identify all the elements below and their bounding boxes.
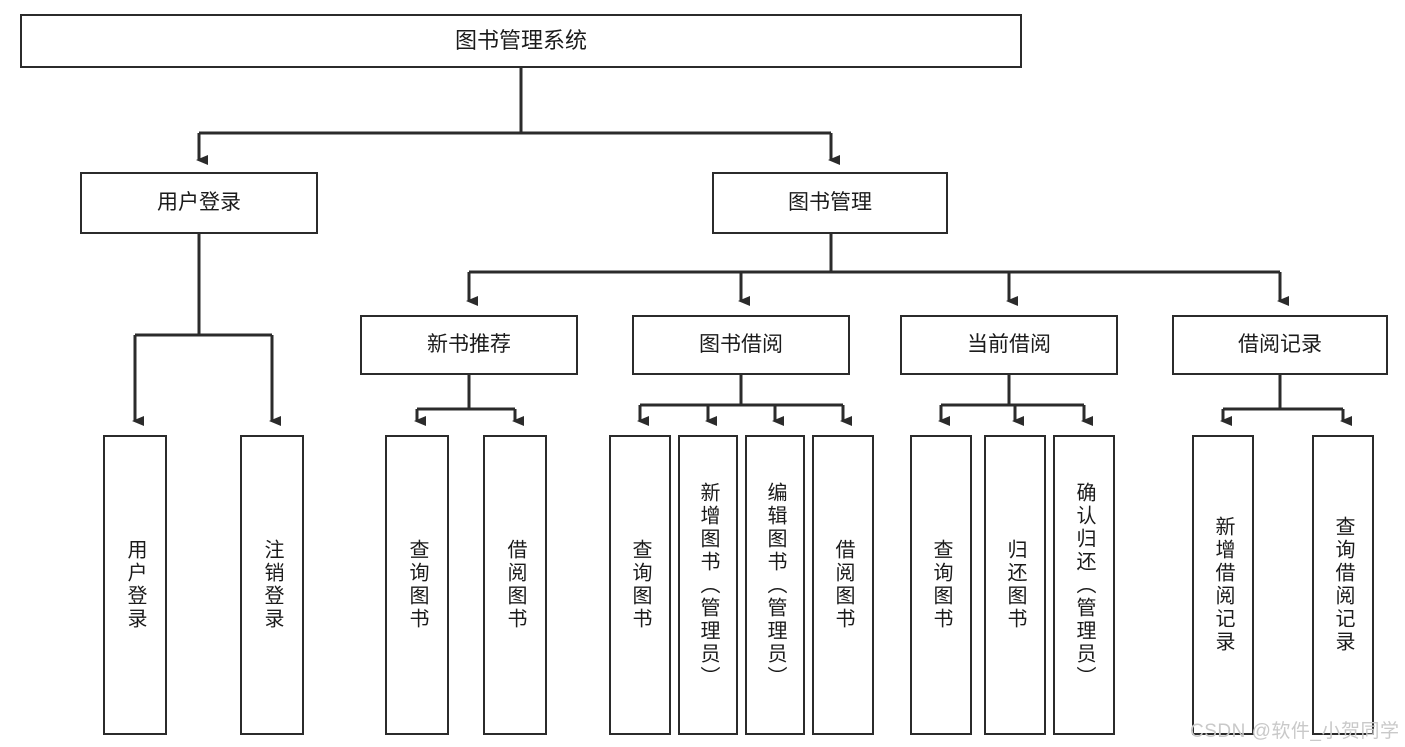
leaf-label: 查询图书 [406,539,428,631]
leaf-edit-book-admin[interactable]: 编辑图书（管理员） [745,435,805,735]
node-label: 当前借阅 [967,332,1051,356]
leaf-query-book-current[interactable]: 查询图书 [910,435,972,735]
leaf-borrow-book-recommend[interactable]: 借阅图书 [483,435,547,735]
leaf-query-borrow-record[interactable]: 查询借阅记录 [1312,435,1374,735]
leaf-label: 确认归还（管理员） [1073,481,1095,689]
leaf-add-borrow-record[interactable]: 新增借阅记录 [1192,435,1254,735]
node-label: 新书推荐 [427,332,511,356]
leaf-label: 归还图书 [1004,539,1026,631]
node-level3-borrow-record[interactable]: 借阅记录 [1172,315,1388,375]
leaf-query-book-borrow[interactable]: 查询图书 [609,435,671,735]
leaf-label: 新增图书（管理员） [697,481,719,689]
leaf-user-login[interactable]: 用户登录 [103,435,167,735]
node-label: 借阅记录 [1238,332,1322,356]
csdn-watermark: CSDN @软件_小贺同学 [1190,721,1400,742]
leaf-label: 查询图书 [629,539,651,631]
leaf-return-book[interactable]: 归还图书 [984,435,1046,735]
node-level3-new-book-recommend[interactable]: 新书推荐 [360,315,578,375]
node-label: 图书管理 [788,190,872,214]
leaf-confirm-return-admin[interactable]: 确认归还（管理员） [1053,435,1115,735]
leaf-borrow-book[interactable]: 借阅图书 [812,435,874,735]
leaf-label: 用户登录 [124,539,146,631]
node-root-label: 图书管理系统 [454,28,587,54]
leaf-label: 查询图书 [930,539,952,631]
leaf-label: 注销登录 [261,539,283,631]
leaf-query-book-recommend[interactable]: 查询图书 [385,435,449,735]
node-level3-current-borrow[interactable]: 当前借阅 [900,315,1118,375]
leaf-label: 新增借阅记录 [1212,516,1234,654]
node-level2-book-management[interactable]: 图书管理 [712,172,948,234]
leaf-label: 借阅图书 [504,539,526,631]
leaf-logout-login[interactable]: 注销登录 [240,435,304,735]
leaf-label: 查询借阅记录 [1332,516,1354,654]
leaf-label: 编辑图书（管理员） [764,481,786,689]
leaf-add-book-admin[interactable]: 新增图书（管理员） [678,435,738,735]
node-level3-book-borrow[interactable]: 图书借阅 [632,315,850,375]
node-label: 用户登录 [157,190,241,214]
node-root[interactable]: 图书管理系统 [20,14,1022,68]
leaf-label: 借阅图书 [832,539,854,631]
node-label: 图书借阅 [699,332,783,356]
node-level2-user-login[interactable]: 用户登录 [80,172,318,234]
